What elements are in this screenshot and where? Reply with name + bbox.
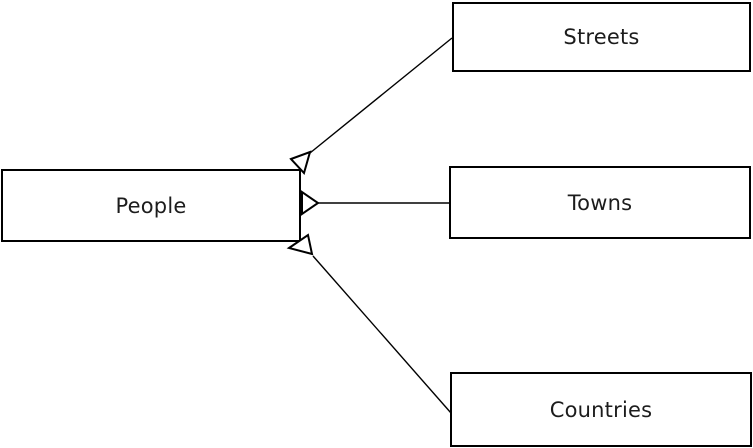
connector-people-countries	[286, 233, 452, 414]
connector-people-streets	[289, 37, 453, 175]
hollow-triangle-arrowhead-towns	[301, 190, 320, 216]
node-countries-label: Countries	[549, 397, 653, 422]
node-people: People	[1, 169, 301, 242]
node-towns: Towns	[449, 166, 751, 239]
node-streets-label: Streets	[563, 25, 640, 49]
connector-people-towns	[301, 190, 449, 216]
node-towns-label: Towns	[567, 190, 633, 215]
node-streets: Streets	[452, 2, 751, 72]
connector-line-countries	[312, 255, 452, 414]
node-people-label: People	[115, 193, 187, 218]
connector-line-streets	[309, 37, 453, 154]
node-countries: Countries	[450, 372, 752, 447]
